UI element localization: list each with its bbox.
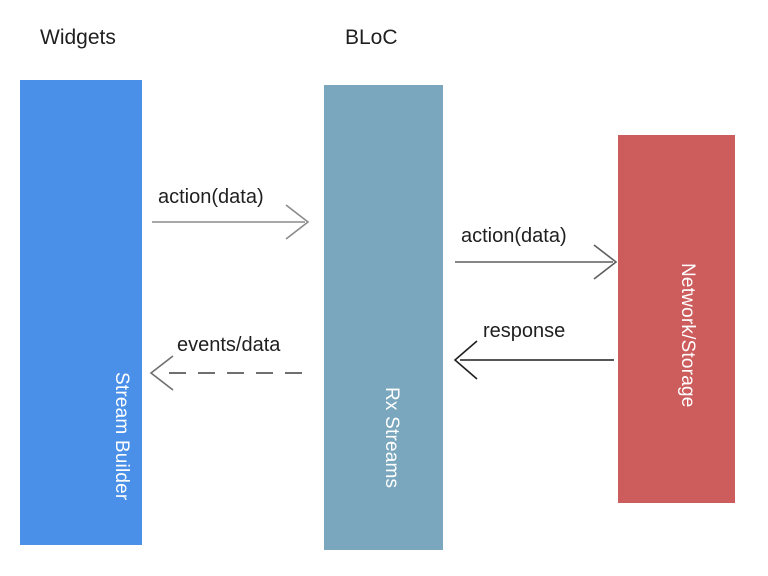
- node-network-storage[interactable]: Network/Storage: [618, 135, 735, 503]
- arrow-bloc-to-widgets: [149, 355, 302, 391]
- node-widgets[interactable]: Stream Builder: [20, 80, 142, 545]
- edge-label-network-to-bloc: response: [483, 320, 566, 342]
- column-title-bloc: BLoC: [345, 26, 398, 49]
- edge-label-bloc-to-network: action(data): [461, 225, 567, 247]
- arrow-bloc-to-network: [455, 244, 618, 280]
- node-bloc[interactable]: Rx Streams: [324, 85, 443, 550]
- arrow-widgets-to-bloc: [152, 204, 310, 240]
- column-title-widgets: Widgets: [40, 26, 116, 49]
- arrow-network-to-bloc: [453, 340, 614, 380]
- edge-label-widgets-to-bloc: action(data): [158, 186, 264, 208]
- edge-label-bloc-to-widgets: events/data: [177, 334, 281, 356]
